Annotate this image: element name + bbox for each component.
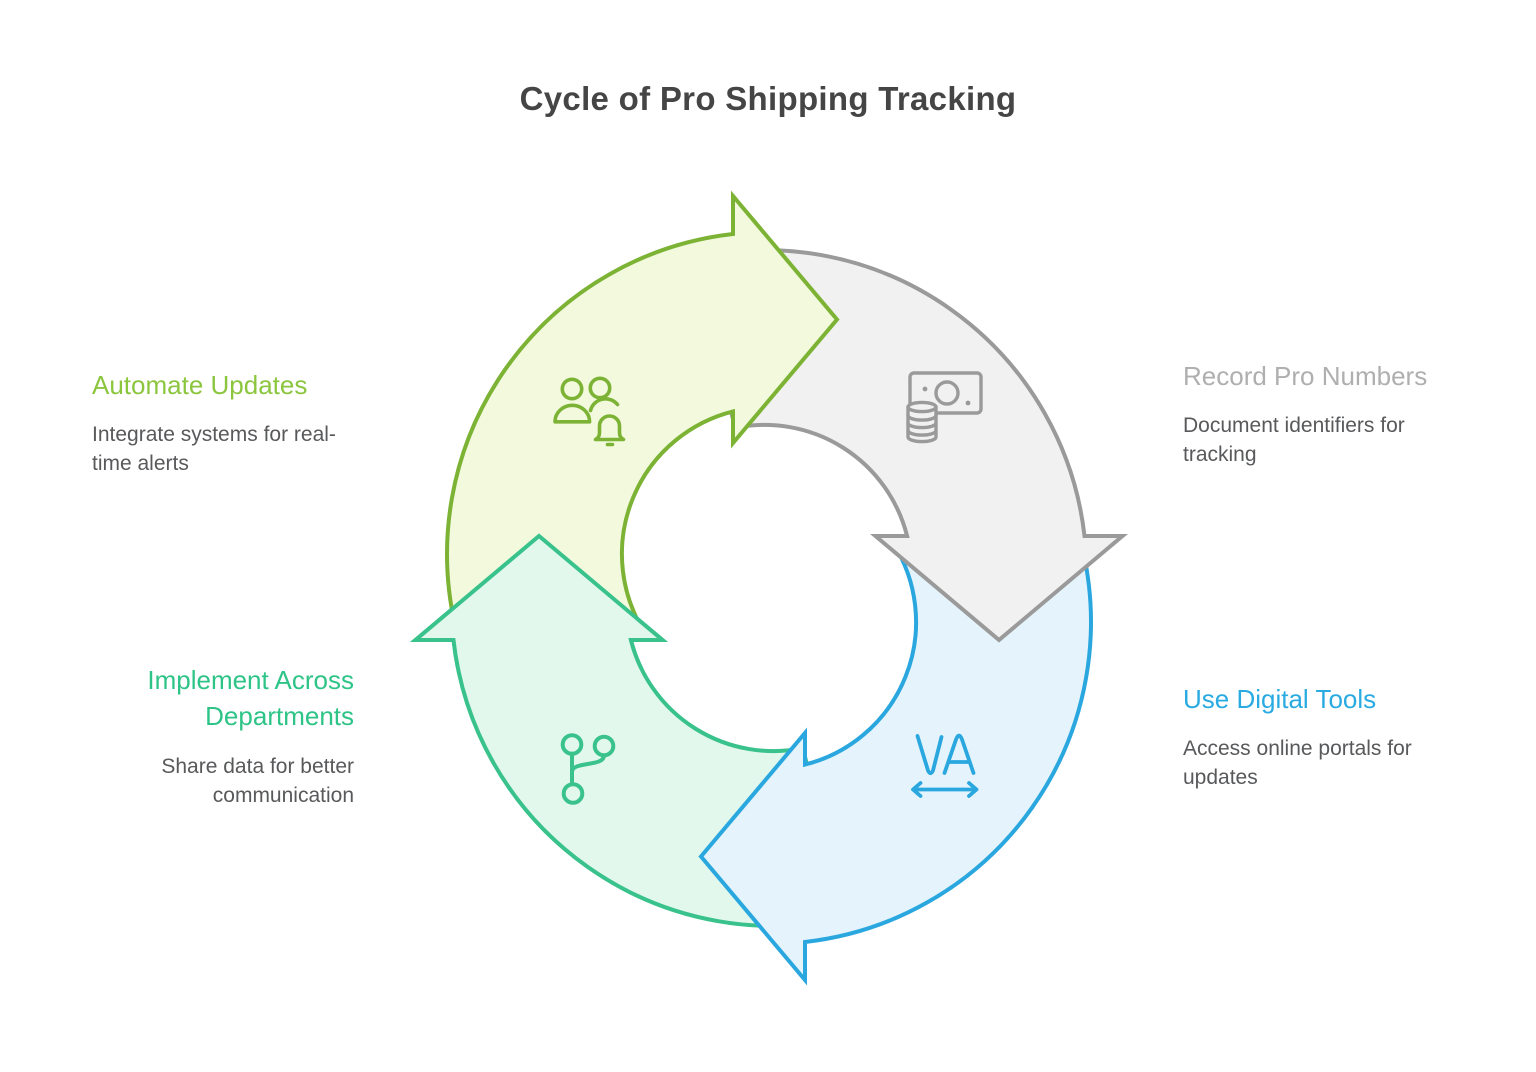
arrow-automate <box>445 190 840 635</box>
page-title: Cycle of Pro Shipping Tracking <box>519 80 1017 117</box>
step-description-implement-across-departments: Share data for better communication <box>161 754 354 807</box>
step-use-digital-tools: Use Digital Tools Access online portals … <box>1183 681 1449 793</box>
text-width-icon <box>911 733 979 798</box>
step-label-record-pro-numbers: Record Pro Numbers <box>1183 361 1428 391</box>
step-record-pro-numbers: Record Pro Numbers Document identifiers … <box>1183 358 1443 470</box>
step-label-automate-updates: Automate Updates <box>92 370 308 400</box>
arrow-digital-tools <box>698 541 1093 986</box>
step-implement-across-departments: Implement Across Departments Share data … <box>24 662 354 811</box>
step-description-record-pro-numbers: Document identifiers for tracking <box>1183 414 1405 467</box>
step-label-implement-across-departments: Implement Across Departments <box>147 665 354 732</box>
step-description-automate-updates: Integrate systems for real-time alerts <box>92 423 336 476</box>
step-label-use-digital-tools: Use Digital Tools <box>1183 684 1377 714</box>
cash-coins-icon <box>906 371 983 444</box>
step-automate-updates: Automate Updates Integrate systems for r… <box>92 367 372 479</box>
arrow-implement-head-overlay <box>410 533 690 668</box>
people-notification-icon <box>553 376 626 447</box>
git-branch-icon <box>560 733 616 805</box>
step-description-use-digital-tools: Access online portals for updates <box>1183 737 1412 790</box>
